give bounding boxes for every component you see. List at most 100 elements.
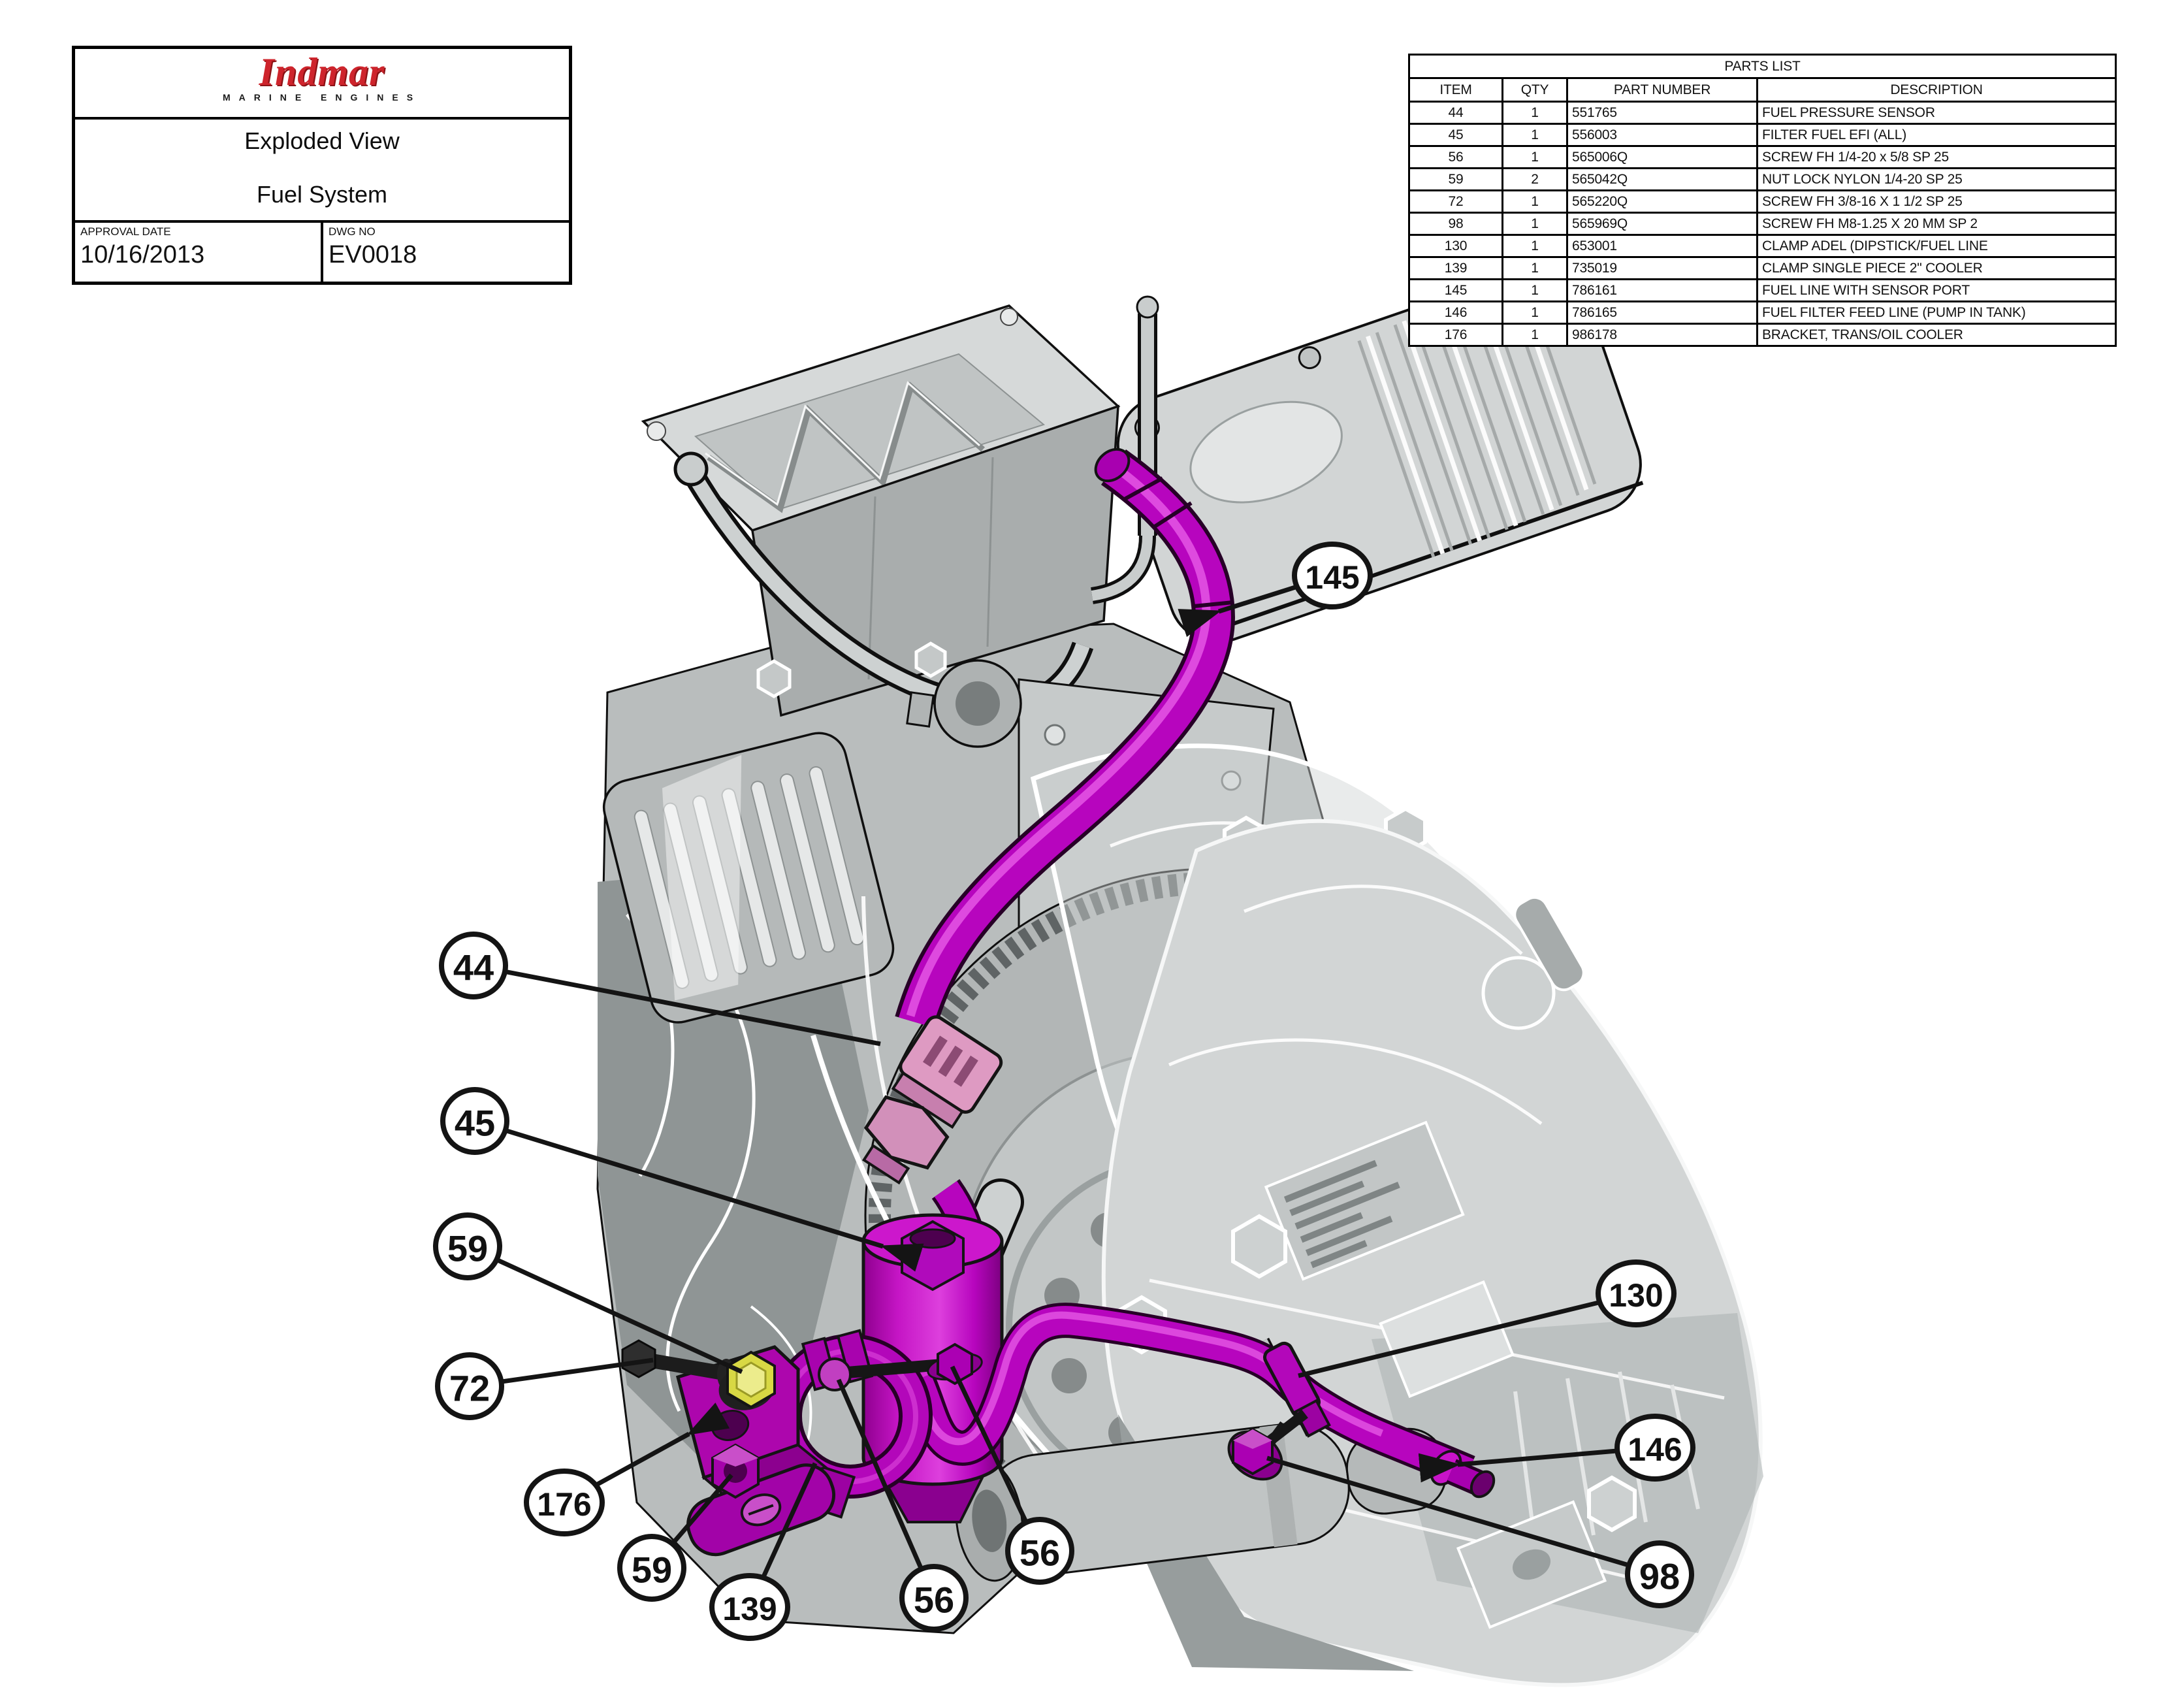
parts-cell-part-number: 565220Q — [1566, 189, 1758, 214]
parts-cell-part-number: 556003 — [1566, 123, 1758, 147]
slotted-cover — [602, 732, 895, 1024]
parts-cell-item: 130 — [1408, 234, 1503, 258]
callout-number-56: 56 — [1020, 1533, 1060, 1574]
parts-cell-qty: 1 — [1502, 123, 1568, 147]
indmar-logo-subtitle: MARINE ENGINES — [222, 92, 422, 103]
title-block-footer: APPROVAL DATE 10/16/2013 DWG NO EV0018 — [75, 223, 569, 282]
indmar-logo: Indmar — [259, 50, 385, 93]
leader-59-3 — [466, 1244, 743, 1374]
bolt-98 — [1227, 1409, 1308, 1481]
col-header-description: DESCRIPTION — [1756, 77, 2117, 103]
parts-cell-part-number: 565006Q — [1566, 145, 1758, 169]
callout-balloon-59-nut-lock-nylon — [617, 1534, 686, 1602]
parts-cell-qty: 2 — [1502, 167, 1568, 191]
callout-balloon-139-clamp-single-piece-cooler — [709, 1573, 790, 1641]
callout-balloon-56-screw-fh-1-4 — [1005, 1517, 1074, 1585]
parts-cell-part-number: 786165 — [1566, 300, 1758, 325]
leader-98-12 — [1266, 1455, 1660, 1577]
parts-cell-description: CLAMP SINGLE PIECE 2" COOLER — [1756, 256, 2117, 280]
dwg-no-value: EV0018 — [329, 241, 417, 268]
callout-number-139: 139 — [722, 1591, 777, 1627]
callout-number-59: 59 — [447, 1228, 488, 1269]
parts-cell-item: 98 — [1408, 212, 1503, 236]
callout-number-146: 146 — [1628, 1431, 1682, 1468]
parts-cell-item: 44 — [1408, 101, 1503, 125]
parts-cell-part-number: 551765 — [1566, 101, 1758, 125]
logo-cell: Indmar MARINE ENGINES — [75, 49, 569, 120]
leader-44-1 — [473, 963, 881, 1047]
parts-cell-description: SCREW FH 1/4-20 x 5/8 SP 25 — [1756, 145, 2117, 169]
parts-cell-qty: 1 — [1502, 212, 1568, 236]
callout-balloon-44-fuel-pressure-sensor — [439, 932, 508, 999]
callout-number-130: 130 — [1609, 1277, 1663, 1314]
callout-balloon-72-screw-fh-3-8 — [435, 1352, 504, 1420]
parts-cell-description: FUEL LINE WITH SENSOR PORT — [1756, 278, 2117, 302]
parts-cell-qty: 1 — [1502, 278, 1568, 302]
callout-balloon-146-fuel-filter-feed-line — [1614, 1414, 1695, 1482]
parts-cell-description: NUT LOCK NYLON 1/4-20 SP 25 — [1756, 167, 2117, 191]
parts-cell-qty: 1 — [1502, 323, 1568, 347]
leader-130-10 — [1298, 1291, 1637, 1378]
parts-cell-qty: 1 — [1502, 101, 1568, 125]
parts-cell-item: 72 — [1408, 189, 1503, 214]
parts-cell-item: 59 — [1408, 167, 1503, 191]
parts-cell-item: 176 — [1408, 323, 1503, 347]
parts-cell-description: FUEL PRESSURE SENSOR — [1756, 101, 2117, 125]
parts-cell-qty: 1 — [1502, 189, 1568, 214]
serial-plate — [1264, 1120, 1465, 1281]
parts-cell-item: 45 — [1408, 123, 1503, 147]
parts-cell-description: BRACKET, TRANS/OIL COOLER — [1756, 323, 2117, 347]
callout-balloon-145-fuel-line-with-sensor-port — [1292, 542, 1373, 609]
parts-cell-item: 139 — [1408, 256, 1503, 280]
parts-cell-item: 146 — [1408, 300, 1503, 325]
parts-cell-qty: 1 — [1502, 256, 1568, 280]
callout-balloon-130-clamp-adel-dipstick-fuel — [1596, 1259, 1677, 1327]
parts-cell-part-number: 735019 — [1566, 256, 1758, 280]
callout-number-59: 59 — [632, 1550, 672, 1591]
parts-cell-item: 56 — [1408, 145, 1503, 169]
col-header-item: ITEM — [1408, 77, 1503, 103]
parts-list-table: PARTS LIST ITEM QTY PART NUMBER DESCRIPT… — [1407, 54, 2117, 347]
parts-cell-description: SCREW FH M8-1.25 X 20 MM SP 2 — [1756, 212, 2117, 236]
callout-number-98: 98 — [1639, 1556, 1680, 1597]
callout-balloon-56-screw-fh-1-4 — [899, 1564, 969, 1632]
callout-balloon-176-bracket-trans-oil-cooler — [524, 1469, 605, 1536]
callout-balloon-45-filter-fuel-efi — [440, 1087, 509, 1155]
parts-cell-description: CLAMP ADEL (DIPSTICK/FUEL LINE — [1756, 234, 2117, 258]
parts-cell-part-number: 565042Q — [1566, 167, 1758, 191]
callout-number-44: 44 — [453, 947, 494, 988]
parts-list-title: PARTS LIST — [1407, 54, 2117, 79]
parts-cell-item: 145 — [1408, 278, 1503, 302]
parts-cell-qty: 1 — [1502, 300, 1568, 325]
parts-cell-description: FUEL FILTER FEED LINE (PUMP IN TANK) — [1756, 300, 2117, 325]
dwg-no-label: DWG NO — [329, 225, 376, 238]
parts-cell-part-number: 986178 — [1566, 323, 1758, 347]
approval-date-value: 10/16/2013 — [80, 241, 205, 268]
parts-cell-qty: 1 — [1502, 234, 1568, 258]
leader-56-8 — [836, 1378, 937, 1599]
parts-cell-part-number: 786161 — [1566, 278, 1758, 302]
callout-balloon-98-screw-fh-m8 — [1625, 1540, 1694, 1608]
col-header-part-number: PART NUMBER — [1566, 77, 1758, 103]
fuel-pressure-sensor-44 — [861, 1015, 1003, 1185]
title-cell: Exploded View Fuel System — [75, 120, 569, 223]
fuel-line-145 — [895, 447, 1236, 1029]
approval-date-label: APPROVAL DATE — [80, 225, 171, 238]
parts-cell-description: FILTER FUEL EFI (ALL) — [1756, 123, 2117, 147]
callout-number-145: 145 — [1305, 559, 1359, 596]
parts-cell-qty: 1 — [1502, 145, 1568, 169]
callout-number-176: 176 — [537, 1486, 591, 1523]
drawing-subtitle: Fuel System — [256, 181, 388, 208]
